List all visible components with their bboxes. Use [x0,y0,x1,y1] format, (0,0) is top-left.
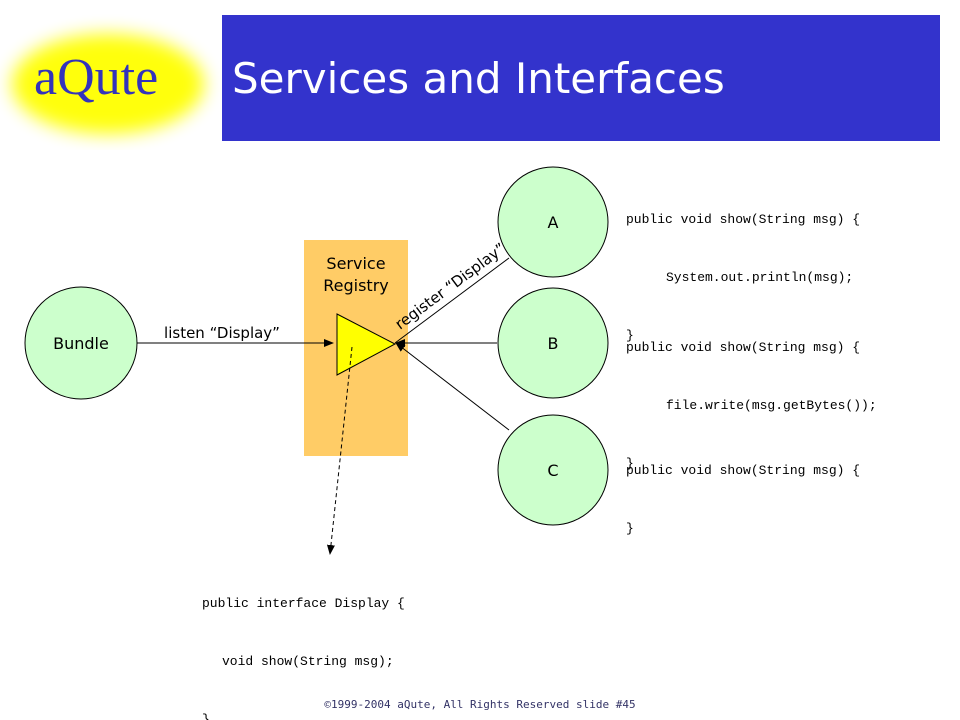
node-b [497,287,609,399]
registry-label-line1: Service [326,254,385,273]
interface-code-block: public interface Display { void show(Str… [202,560,405,720]
interface-line-2: void show(String msg); [222,654,394,669]
code-b-line-1: public void show(String msg) { [626,340,861,355]
footer: ©1999-2004 aQute, All Rights Reserved sl… [324,698,636,711]
logo-highlight [12,34,204,134]
code-b-line-3: } [626,456,634,471]
node-a [497,166,609,278]
register-label: register “Display” [392,239,509,333]
code-b-line-2: file.write(msg.getBytes()); [666,398,877,413]
bundle-node [24,286,138,400]
logo-area: aQute [0,0,222,150]
register-line-c [395,342,510,431]
node-c [497,414,609,526]
code-a-line-2: System.out.println(msg); [666,270,854,285]
page-title: Services and Interfaces [232,54,725,103]
bundle-label: Bundle [53,334,109,353]
code-c-line-2: } [626,521,634,536]
listen-label: listen “Display” [164,324,280,342]
register-line-a [394,257,510,344]
code-a-line-3: } [626,328,634,343]
code-block-c: public void show(String msg) { } [626,427,860,558]
title-bar: Services and Interfaces [222,15,940,141]
code-c-line-1: public void show(String msg) { [626,463,861,478]
code-block-b: public void show(String msg) { file.writ… [626,304,877,493]
service-triangle [336,313,397,376]
node-c-label: C [547,461,558,480]
node-a-label: A [548,213,559,232]
node-b-label: B [548,334,559,353]
logo: aQute [34,49,159,106]
interface-line-1: public interface Display { [202,596,405,611]
registry-label-line2: Registry [323,276,389,295]
interface-line-3: } [202,712,210,720]
code-a-line-1: public void show(String msg) { [626,212,861,227]
code-block-a: public void show(String msg) { System.ou… [626,176,860,365]
